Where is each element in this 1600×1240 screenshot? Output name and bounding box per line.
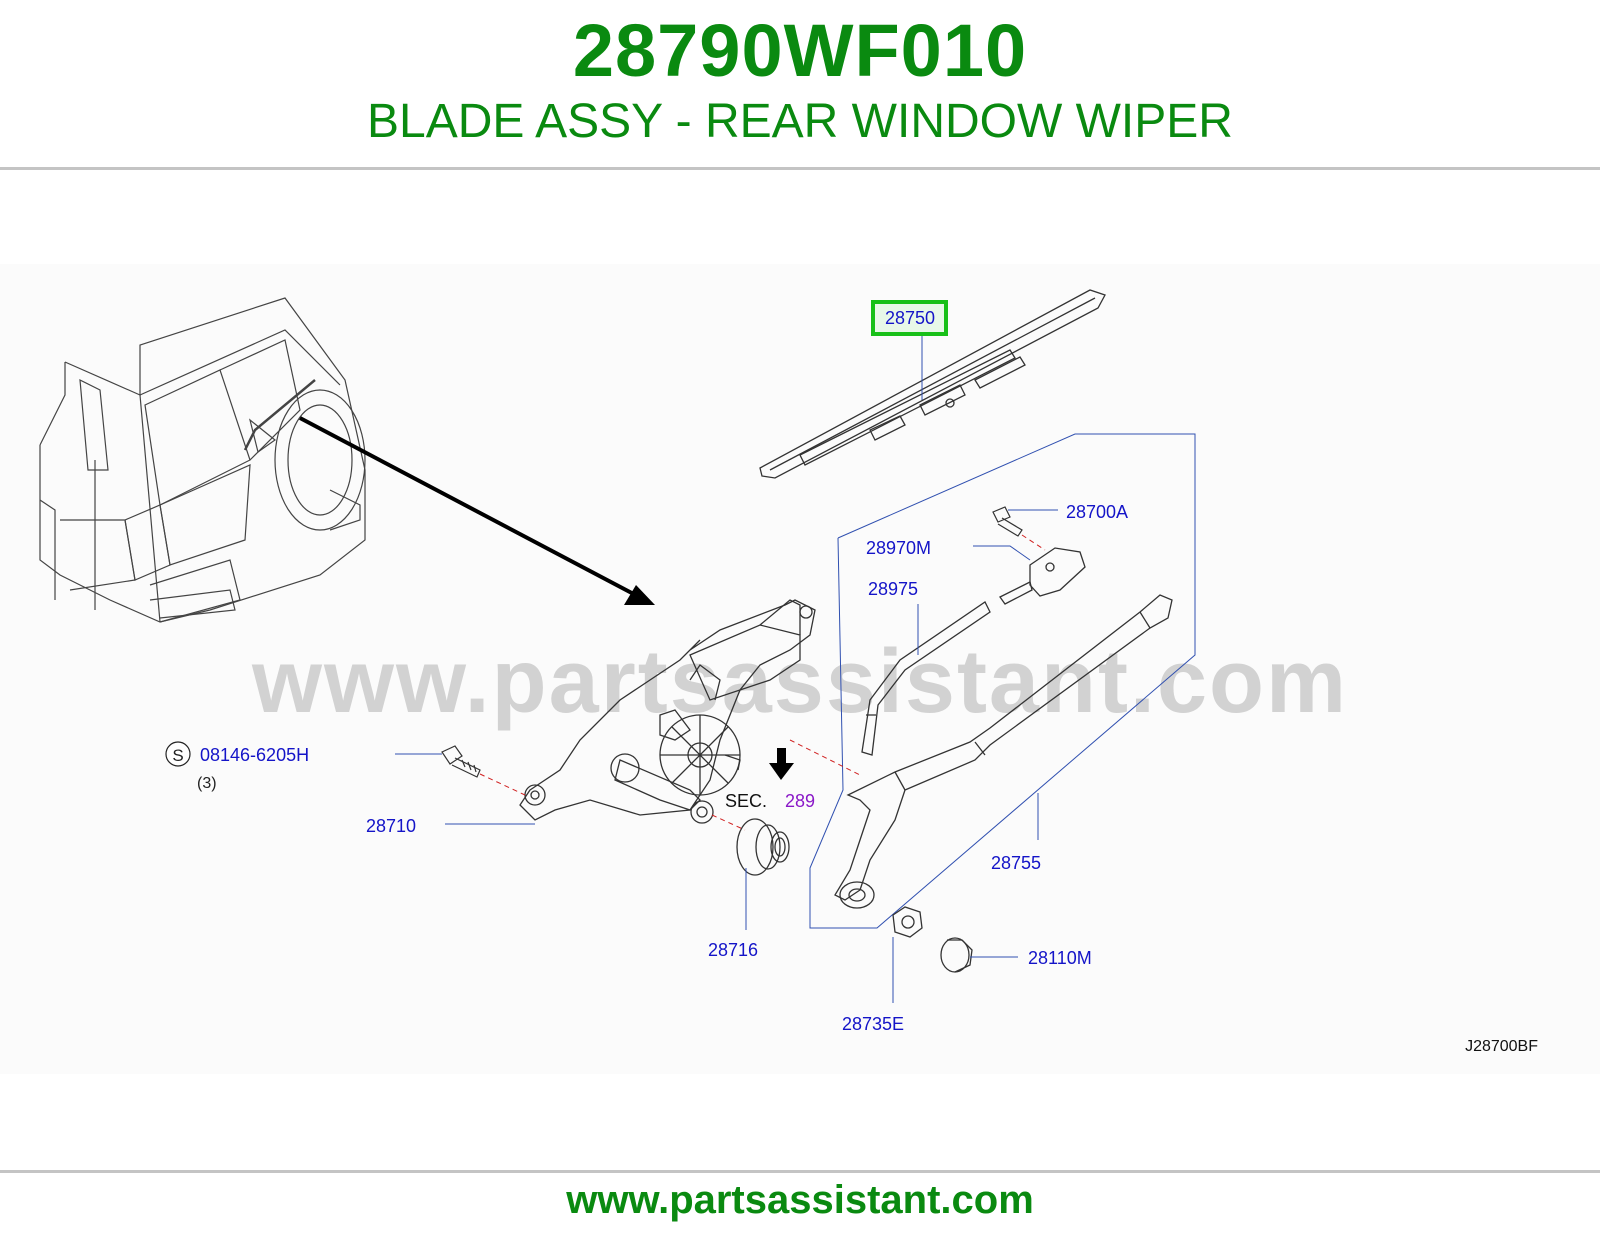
callout-28700A[interactable]: 28700A [1066, 502, 1128, 522]
cap-illustration [940, 937, 973, 973]
top-divider [0, 167, 1600, 170]
callout-28750[interactable]: 28750 [885, 308, 935, 328]
washer-hose-illustration [861, 601, 991, 756]
s-symbol-circle [165, 741, 191, 767]
direction-arrow-head [624, 585, 655, 605]
bolt-illustration [441, 745, 481, 778]
leader-lines [395, 334, 1058, 1003]
bottom-divider [0, 1170, 1600, 1173]
callout-28970M[interactable]: 28970M [866, 538, 931, 558]
direction-arrow [299, 416, 646, 602]
callout-28755[interactable]: 28755 [991, 853, 1041, 873]
s-symbol-text: S [172, 746, 183, 765]
callout-28710[interactable]: 28710 [366, 816, 416, 836]
sec-arrow-head [769, 763, 794, 780]
highlight-box [871, 300, 948, 336]
wiper-arm-illustration [834, 594, 1173, 909]
section-number-link[interactable]: 289 [785, 791, 815, 811]
footer-url[interactable]: www.partsassistant.com [566, 1178, 1034, 1222]
callout-28735E[interactable]: 28735E [842, 1014, 904, 1034]
diagram-background [0, 264, 1600, 1074]
nut-illustration [892, 906, 923, 938]
sec-arrow-shaft [777, 748, 786, 766]
part-description: BLADE ASSY - REAR WINDOW WIPER [367, 95, 1233, 148]
leader-dash-screw [1021, 534, 1046, 551]
callout-28716[interactable]: 28716 [708, 940, 758, 960]
washer-nozzle-illustration [999, 547, 1086, 605]
callout-28975[interactable]: 28975 [868, 579, 918, 599]
parts-diagram: www.partsassistant.com [0, 264, 1600, 1074]
leader-dash-hose [789, 739, 861, 776]
leader-dash-grommet [711, 814, 746, 831]
vehicle-rear-illustration [39, 297, 366, 623]
callout-28110M[interactable]: 28110M [1028, 948, 1092, 968]
quantity-label: (3) [197, 775, 217, 792]
callout-08146-6205H[interactable]: 08146-6205H [200, 745, 309, 765]
wiper-blade-illustration [759, 289, 1106, 479]
grommet-illustration [736, 818, 790, 876]
screw-illustration [992, 506, 1023, 537]
assembly-boundary [809, 433, 1196, 929]
part-number-title: 28790WF010 [572, 9, 1028, 92]
section-label: SEC. [725, 791, 767, 811]
page-header: 28790WF010 BLADE ASSY - REAR WINDOW WIPE… [0, 0, 1600, 170]
diagram-code: J28700BF [1465, 1038, 1538, 1055]
